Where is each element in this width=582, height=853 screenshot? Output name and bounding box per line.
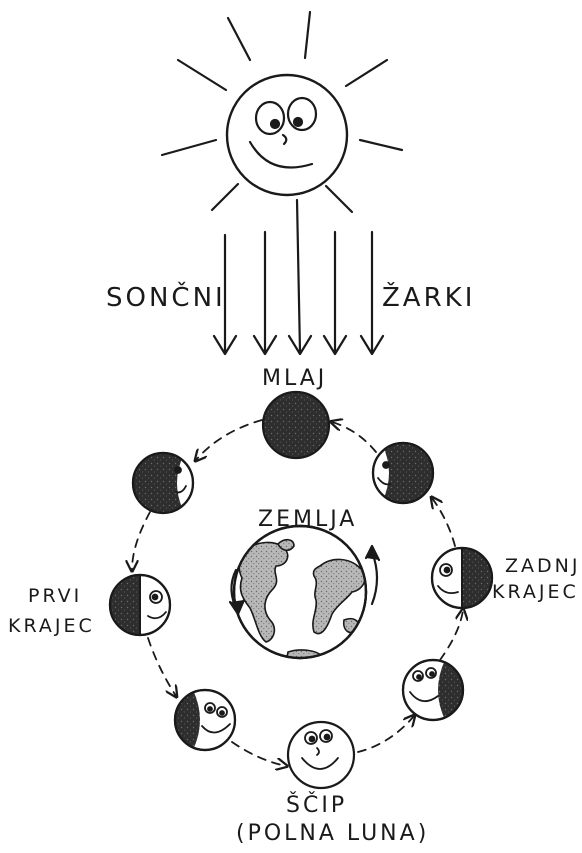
earth [234, 526, 366, 662]
full-moon-label-line1: ŠČIP [286, 792, 347, 818]
first-quarter-label-line1: PRVI [28, 585, 82, 607]
sun-rays-label-right: ŽARKI [382, 281, 475, 313]
moon-first-quarter [106, 572, 170, 638]
ray-arrow [254, 232, 276, 354]
moon-full [288, 722, 354, 788]
sun-disc [227, 75, 347, 195]
moon-waning-crescent [128, 450, 193, 516]
moon-new [263, 392, 329, 458]
moon-waxing-gibbous [170, 688, 235, 752]
ray-arrow [324, 232, 346, 354]
first-quarter-label-line2: KRAJEC [8, 615, 95, 637]
ray-arrow [289, 200, 311, 354]
last-quarter-label-line2: KRAJEC [492, 581, 579, 603]
new-moon-label: MLAJ [262, 366, 327, 391]
earth-label: ZEMLJA [258, 507, 357, 532]
ray-arrow [361, 232, 383, 354]
sun-rays-label-left: SONČNI [106, 281, 226, 313]
last-quarter-label-line1: ZADNJI [505, 555, 582, 577]
sun-face [250, 98, 316, 168]
full-moon-label-line2: (POLNA LUNA) [236, 821, 429, 846]
moon-last-quarter [432, 545, 496, 611]
moon-waning-gibbous [403, 658, 470, 722]
sun [162, 12, 402, 212]
moon-waxing-crescent [373, 440, 440, 506]
sun-ray-arrows [214, 200, 383, 354]
